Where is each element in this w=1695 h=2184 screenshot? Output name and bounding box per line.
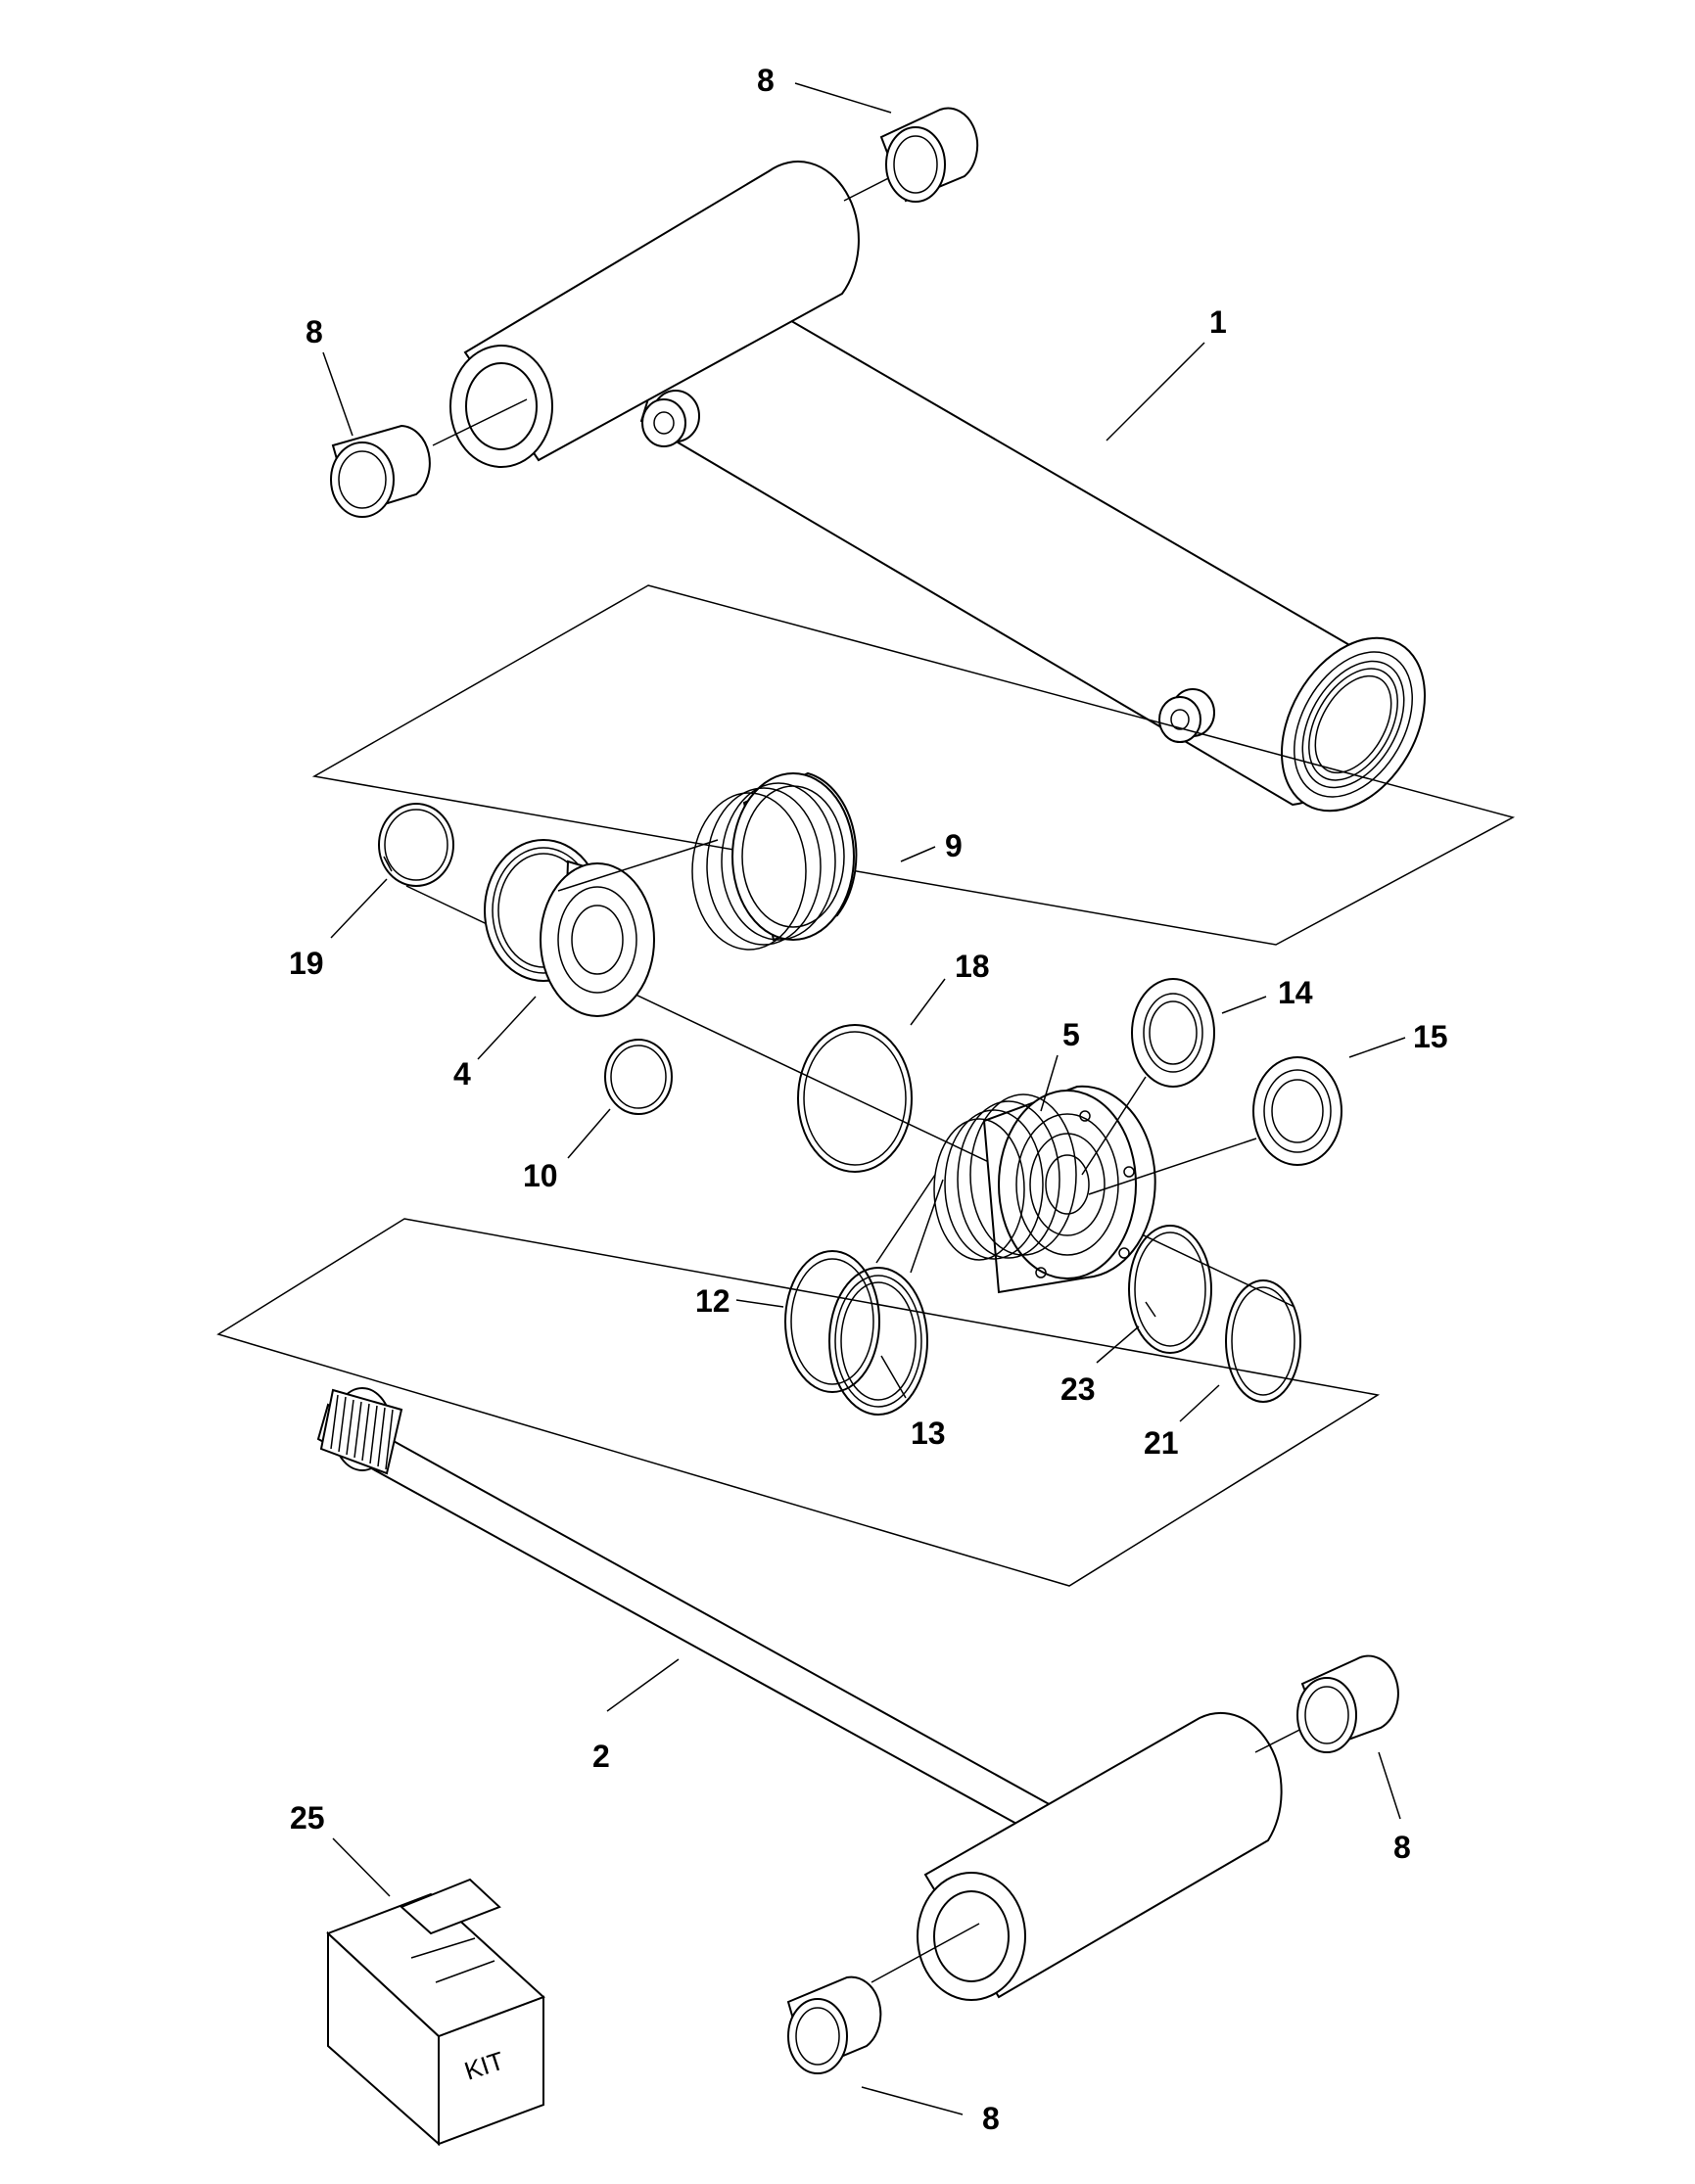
callout-4: 4	[453, 1056, 471, 1092]
callout-8-bottom: 8	[982, 2101, 1000, 2136]
assembly-plane-lower	[216, 1218, 1381, 1587]
cylinder-barrel	[432, 161, 1426, 813]
callout-1: 1	[1209, 304, 1227, 340]
bushing-right	[1296, 1654, 1399, 1753]
gland-head	[484, 839, 719, 1017]
callout-19: 19	[289, 946, 324, 981]
callout-15: 15	[1413, 1019, 1448, 1054]
assembly-plane-upper	[311, 584, 1516, 946]
callout-10: 10	[523, 1158, 558, 1193]
seal-14	[1081, 978, 1215, 1176]
seal-9	[691, 771, 858, 951]
bushing-bottom	[786, 1975, 882, 2074]
piston-rod	[316, 1387, 1318, 2001]
ring-21	[1225, 1279, 1301, 1403]
callout-8-top: 8	[757, 63, 775, 98]
retaining-ring-19	[378, 803, 454, 887]
callout-21: 21	[1144, 1425, 1179, 1461]
callout-12: 12	[695, 1283, 730, 1319]
kit-box: KIT	[326, 1878, 545, 2147]
callout-18: 18	[955, 949, 990, 984]
callout-2: 2	[592, 1739, 610, 1774]
rings-12-13	[784, 1174, 944, 1416]
callout-8-right: 8	[1393, 1830, 1411, 1865]
callout-8-left: 8	[306, 314, 323, 349]
callout-13: 13	[911, 1416, 946, 1451]
callout-14: 14	[1278, 975, 1313, 1010]
callout-labels: 8 8 1 9 19 4 10 18 5 14 15 12 13 23 21 2…	[289, 63, 1448, 2136]
bushing-top	[879, 107, 979, 203]
o-ring-18	[797, 1024, 913, 1173]
o-ring-10	[604, 1039, 673, 1115]
leader-lines	[322, 82, 1406, 2115]
callout-9: 9	[945, 828, 963, 863]
retaining-ring-23	[1128, 1225, 1212, 1354]
piston	[933, 1085, 1156, 1294]
callout-23: 23	[1060, 1371, 1096, 1407]
seal-15	[1088, 1056, 1342, 1195]
callout-25: 25	[290, 1800, 325, 1835]
bushing-left	[330, 424, 431, 518]
callout-5: 5	[1062, 1017, 1080, 1052]
